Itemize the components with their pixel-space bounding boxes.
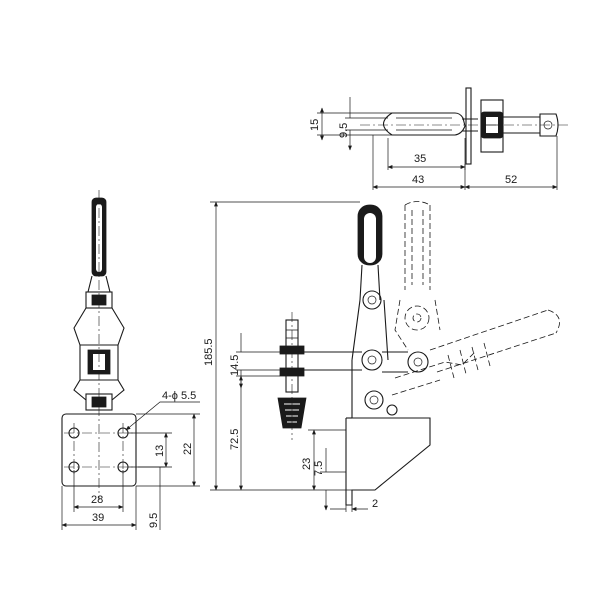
front-rubber-tip [277, 397, 307, 429]
top-arm [503, 116, 540, 134]
front-arm [300, 351, 362, 371]
dim-9-5-top: 9.5 [338, 123, 350, 138]
dim-28: 28 [91, 494, 103, 506]
side-link [73, 307, 125, 346]
front-view: 185.5 14.5 72.5 23 7.5 2 [203, 201, 560, 513]
dim-35: 35 [414, 153, 426, 165]
top-base-plate [465, 87, 472, 165]
dim-52: 52 [505, 174, 517, 186]
dim-43: 43 [412, 174, 424, 186]
dim-14-5: 14.5 [229, 355, 241, 376]
front-arm-open [429, 309, 557, 373]
front-base [345, 360, 431, 506]
front-link [351, 299, 389, 361]
dim-72-5: 72.5 [229, 429, 241, 450]
dim-23: 23 [301, 458, 313, 470]
front-handle-open [404, 201, 431, 290]
dim-9-5-side: 9.5 [148, 513, 160, 528]
hole-note: 4-ϕ 5.5 [162, 390, 196, 402]
dim-185-5: 185.5 [203, 338, 215, 366]
dim-22: 22 [182, 443, 194, 455]
dim-13: 13 [154, 445, 166, 457]
side-base-plate [61, 413, 137, 487]
dim-7-5: 7.5 [313, 461, 325, 476]
dim-2: 2 [372, 498, 378, 510]
dim-39: 39 [92, 512, 104, 524]
top-handle [382, 112, 466, 136]
top-view: 15 9.5 35 43 52 [309, 87, 570, 190]
side-view: 4-ϕ 5.5 13 22 28 39 9.5 [61, 190, 200, 530]
dim-15: 15 [309, 119, 321, 131]
